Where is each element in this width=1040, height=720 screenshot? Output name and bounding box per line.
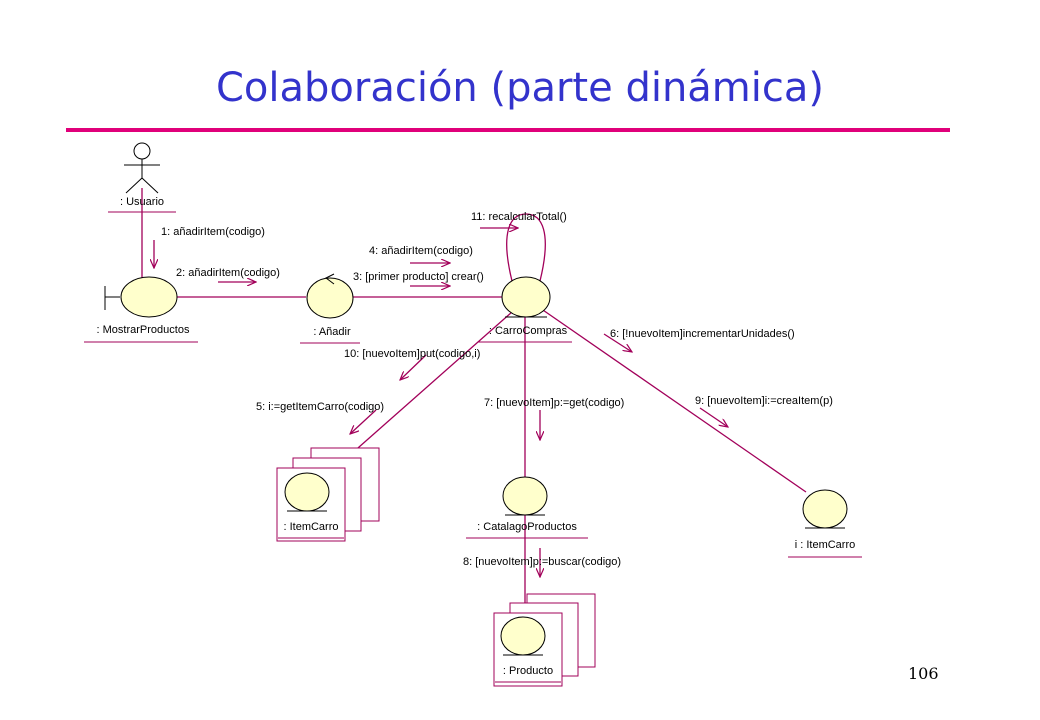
- link-carro-itemcarro-i: [539, 307, 807, 493]
- label-catalogo: : CatalagoProductos: [477, 521, 577, 533]
- object-mostrarproductos: : MostrarProductos: [84, 276, 198, 343]
- entity-icon: [802, 489, 848, 529]
- label-itemcarro-i: i : ItemCarro: [795, 539, 856, 551]
- object-catalagoproductos: : CatalagoProductos: [466, 476, 588, 539]
- actor-leg-right: [141, 177, 159, 194]
- object-producto: : Producto: [493, 593, 596, 687]
- message-label: 1: añadirItem(codigo): [161, 226, 265, 238]
- message-label: 9: [nuevoItem]i:=creaItem(p): [695, 395, 833, 407]
- object-itemcarro-multi: : ItemCarro: [276, 447, 380, 542]
- control-icon: [306, 277, 354, 319]
- message-label: 11: recalcularTotal(): [471, 211, 567, 223]
- arrow-m6: [603, 333, 632, 352]
- actor-head: [133, 142, 151, 160]
- entity-icon: [501, 276, 551, 318]
- object-carrocompras: : CarroCompras: [478, 276, 572, 343]
- arrow-m5: [350, 409, 377, 434]
- label-mostrar: : MostrarProductos: [97, 324, 190, 336]
- label-anadir: : Añadir: [313, 326, 351, 338]
- object-itemcarro-i: i : ItemCarro: [788, 489, 862, 558]
- label-producto: : Producto: [503, 665, 553, 677]
- label-usuario: : Usuario: [120, 196, 164, 208]
- link-carro-itemcarro-multi: [332, 311, 513, 471]
- entity-icon: [502, 476, 548, 516]
- message-label: 8: [nuevoItem]p:=buscar(codigo): [463, 556, 621, 568]
- label-itemcarro-multi: : ItemCarro: [283, 521, 338, 533]
- arrow-m9: [699, 407, 728, 427]
- message-label: 5: i:=getItemCarro(codigo): [256, 401, 384, 413]
- entity-icon: [500, 616, 546, 656]
- message-label: 7: [nuevoItem]p:=get(codigo): [484, 397, 624, 409]
- message-arrows: [154, 228, 728, 577]
- message-labels: 1: añadirItem(codigo) 2: añadirItem(codi…: [161, 211, 833, 568]
- control-arrow-icon: [325, 273, 335, 285]
- links: [141, 188, 807, 618]
- message-label: 3: [primer producto] crear(): [353, 271, 484, 283]
- slide-title: Colaboración (parte dinámica): [215, 65, 824, 111]
- object-anadir: : Añadir: [300, 273, 360, 344]
- message-label: 4: añadirItem(codigo): [369, 245, 473, 257]
- entity-icon: [284, 472, 330, 512]
- label-carro: : CarroCompras: [489, 325, 568, 337]
- message-label: 6: [!nuevoItem]incrementarUnidades(): [610, 328, 795, 340]
- self-link-carro: [506, 213, 546, 282]
- boundary-icon: [120, 276, 178, 318]
- title-underline: [66, 128, 950, 132]
- arrow-m10: [400, 354, 427, 380]
- actor-leg-left: [125, 177, 143, 194]
- message-label: 10: [nuevoItem]put(codigo,i): [344, 348, 480, 360]
- message-label: 2: añadirItem(codigo): [176, 267, 280, 279]
- page-number: 106: [908, 664, 939, 683]
- actor-usuario: : Usuario: [108, 142, 176, 213]
